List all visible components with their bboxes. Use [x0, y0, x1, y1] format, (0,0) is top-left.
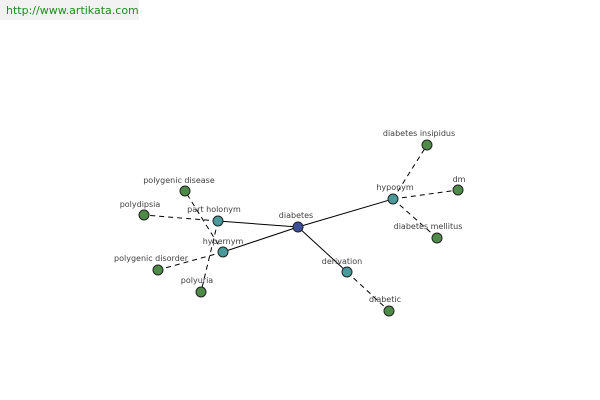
edge-hyponym-diabetes-mellitus	[392, 198, 438, 239]
node-polyuria[interactable]	[195, 286, 207, 298]
site-url-link[interactable]: http://www.artikata.com	[6, 4, 139, 17]
node-polygenic-disorder[interactable]	[152, 264, 164, 276]
edge-diabetes-hyponym	[297, 198, 394, 228]
edge-diabetes-part-holonym	[217, 220, 299, 228]
edge-hyponym-diabetes-insipidus	[392, 144, 428, 200]
label-diabetic[interactable]: diabetic	[369, 295, 401, 304]
label-polygenic-disease[interactable]: polygenic disease	[143, 176, 215, 185]
label-diabetes[interactable]: diabetes	[279, 211, 313, 220]
node-derivation[interactable]	[341, 266, 353, 278]
label-diabetes-mellitus[interactable]: diabetes mellitus	[394, 222, 463, 231]
node-diabetes-insipidus[interactable]	[421, 139, 433, 151]
label-polyuria[interactable]: polyuria	[181, 276, 214, 285]
label-diabetes-insipidus[interactable]: diabetes insipidus	[383, 129, 455, 138]
node-dm[interactable]	[452, 184, 464, 196]
edge-part-holonym-polydipsia	[143, 214, 219, 222]
label-dm[interactable]: dm	[453, 175, 466, 184]
label-hypernym[interactable]: hypernym	[203, 237, 244, 246]
url-banner: http://www.artikata.com	[0, 0, 139, 20]
node-polygenic-disease[interactable]	[179, 185, 191, 197]
node-hyponym[interactable]	[387, 193, 399, 205]
edge-diabetes-derivation	[297, 226, 348, 273]
node-diabetes-mellitus[interactable]	[431, 232, 443, 244]
label-polydipsia[interactable]: polydipsia	[120, 200, 161, 209]
edge-part-holonym-polyuria	[200, 220, 219, 293]
node-hypernym[interactable]	[217, 246, 229, 258]
edge-hyponym-dm	[392, 189, 459, 200]
edge-hypernym-polygenic-disorder	[157, 251, 224, 271]
label-derivation[interactable]: derivation	[322, 257, 362, 266]
edge-diabetes-hypernym	[222, 226, 299, 253]
label-hyponym[interactable]: hyponym	[376, 183, 414, 192]
node-diabetes[interactable]	[292, 221, 304, 233]
node-diabetic[interactable]	[383, 305, 395, 317]
label-part-holonym[interactable]: part holonym	[187, 205, 241, 214]
label-polygenic-disorder[interactable]: polygenic disorder	[114, 254, 189, 263]
edge-derivation-diabetic	[346, 271, 390, 312]
node-part-holonym[interactable]	[212, 215, 224, 227]
node-polydipsia[interactable]	[138, 209, 150, 221]
edge-hypernym-polygenic-disease	[184, 190, 224, 253]
